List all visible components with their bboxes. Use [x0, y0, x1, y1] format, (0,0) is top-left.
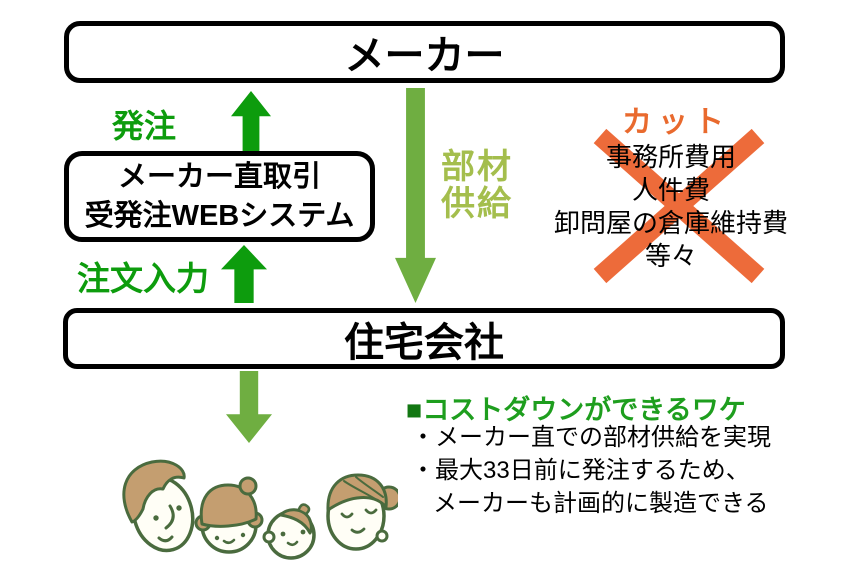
- cut-item: 人件費: [631, 175, 710, 205]
- girl-face: [194, 476, 264, 554]
- order-input-label: 注文入力: [77, 260, 209, 297]
- mother-face: [326, 473, 398, 551]
- cut-cost-list: 事務所費用 人件費 卸問屋の倉庫維持費 等々: [538, 141, 804, 273]
- supply-label-line1: 部材: [441, 148, 513, 186]
- order-label: 発注: [112, 108, 177, 144]
- maker-node: メーカー: [64, 21, 785, 83]
- web-system-line1: メーカー直取引: [117, 160, 321, 193]
- baby-face: [262, 503, 316, 560]
- green-square-bullet: ■: [406, 395, 423, 425]
- cut-item: 卸問屋の倉庫維持費: [553, 208, 788, 238]
- down-arrow-icon: [226, 371, 272, 443]
- supply-label-line2: 供給: [441, 185, 513, 223]
- housing-company-label: 住宅会社: [344, 320, 504, 365]
- cross-out-icon: [593, 128, 765, 284]
- cut-item: 等々: [644, 241, 697, 271]
- maker-node-label: メーカー: [344, 34, 505, 78]
- costdown-heading-text: コストダウンができるワケ: [422, 395, 746, 425]
- costdown-bullet: ・最大33日前に発注するため、: [411, 457, 750, 484]
- costdown-bullet: メーカーも計画的に製造できる: [433, 490, 769, 517]
- cut-title: カット: [622, 106, 730, 139]
- costdown-heading: ■コストダウンができるワケ: [406, 388, 746, 427]
- costdown-bullet: ・メーカー直での部材供給を実現: [411, 424, 771, 451]
- housing-company-node: 住宅会社: [63, 308, 785, 369]
- father-face: [122, 459, 195, 553]
- costdown-bullet-list: ・メーカー直での部材供給を実現 ・最大33日前に発注するため、 メーカーも計画的…: [411, 421, 771, 520]
- up-arrow-icon: [231, 91, 271, 151]
- down-arrow-icon: [395, 88, 436, 303]
- web-system-node: メーカー直取引 受発注WEBシステム: [64, 151, 375, 242]
- supply-label: 部材 供給: [441, 149, 513, 223]
- web-system-line2: 受発注WEBシステム: [84, 199, 355, 232]
- cut-item: 事務所費用: [605, 142, 736, 172]
- up-arrow-icon: [221, 245, 267, 303]
- family-illustration: [122, 459, 398, 560]
